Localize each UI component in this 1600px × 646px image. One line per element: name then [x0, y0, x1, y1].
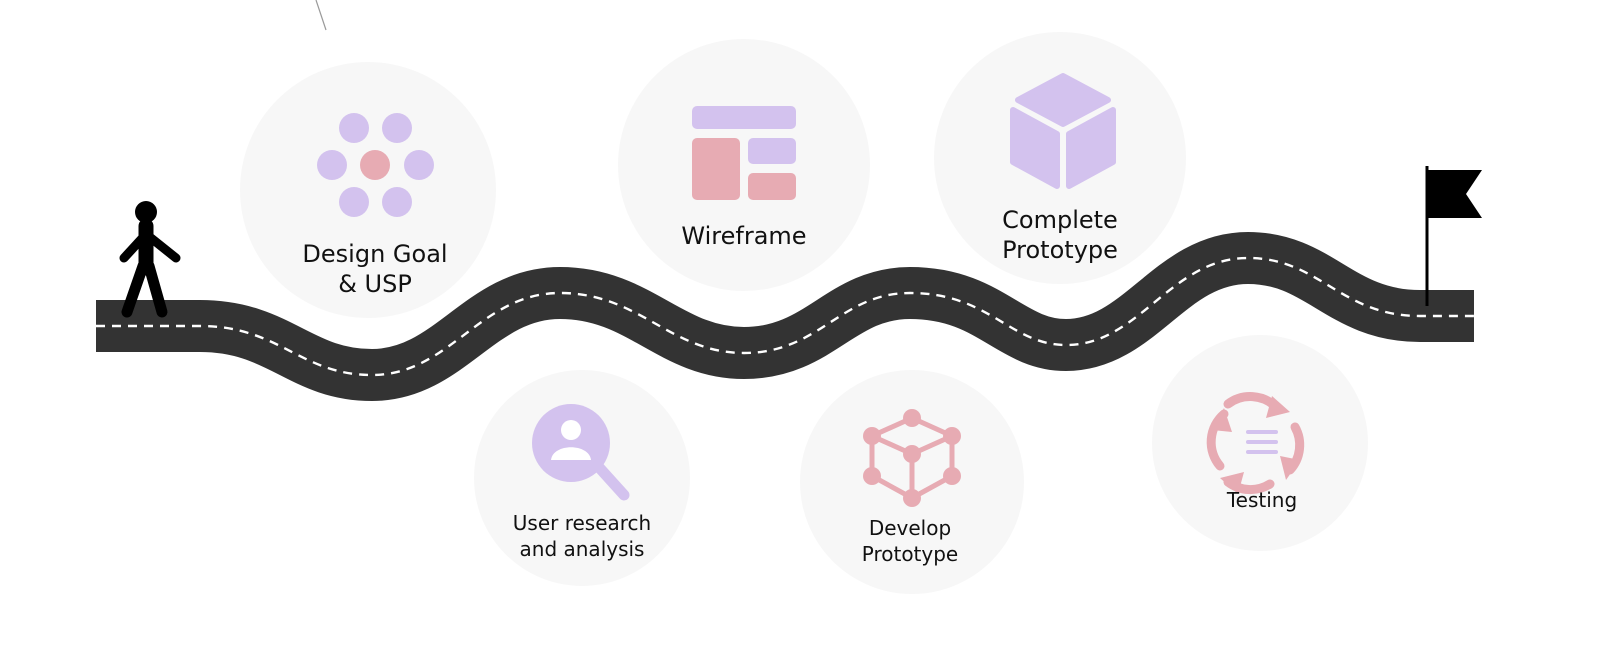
- milestone-testing: Testing: [1226, 488, 1297, 512]
- dots-cluster-icon: [317, 113, 434, 217]
- cube-network-icon: [863, 409, 961, 507]
- milestone-design-goal: Design Goal & USP: [302, 240, 447, 298]
- milestone-label-line1: Complete: [1002, 206, 1118, 234]
- user-search-icon: [532, 404, 630, 501]
- milestone-label-line2: & USP: [338, 270, 412, 298]
- milestone-label-line2: Prototype: [862, 542, 958, 566]
- milestone-label-line1: Wireframe: [681, 222, 806, 250]
- milestone-label-line1: User research: [513, 511, 651, 535]
- stray-line: [315, 0, 327, 31]
- winding-road: [96, 231, 1474, 402]
- layout-grid-icon: [692, 106, 796, 200]
- finish-flag-icon: [1425, 166, 1482, 306]
- milestone-user-research: User research and analysis: [513, 511, 651, 561]
- milestone-label-line2: Prototype: [1002, 236, 1118, 264]
- walking-person-icon: [119, 201, 181, 318]
- milestone-label-line1: Testing: [1226, 488, 1297, 512]
- milestone-wireframe: Wireframe: [681, 222, 806, 250]
- road-center-line: [96, 256, 1474, 377]
- milestone-circle-wireframe: [618, 39, 870, 291]
- refresh-cycle-icon: [1206, 392, 1305, 495]
- milestone-label-line1: Develop: [869, 516, 951, 540]
- milestone-label-line2: and analysis: [520, 537, 645, 561]
- milestone-label-line1: Design Goal: [302, 240, 447, 268]
- milestone-circle-design-goal: [240, 62, 496, 318]
- milestone-complete-prototype: Complete Prototype: [1002, 206, 1118, 264]
- cube-icon: [1010, 73, 1116, 189]
- milestone-develop-prototype: Develop Prototype: [862, 516, 958, 566]
